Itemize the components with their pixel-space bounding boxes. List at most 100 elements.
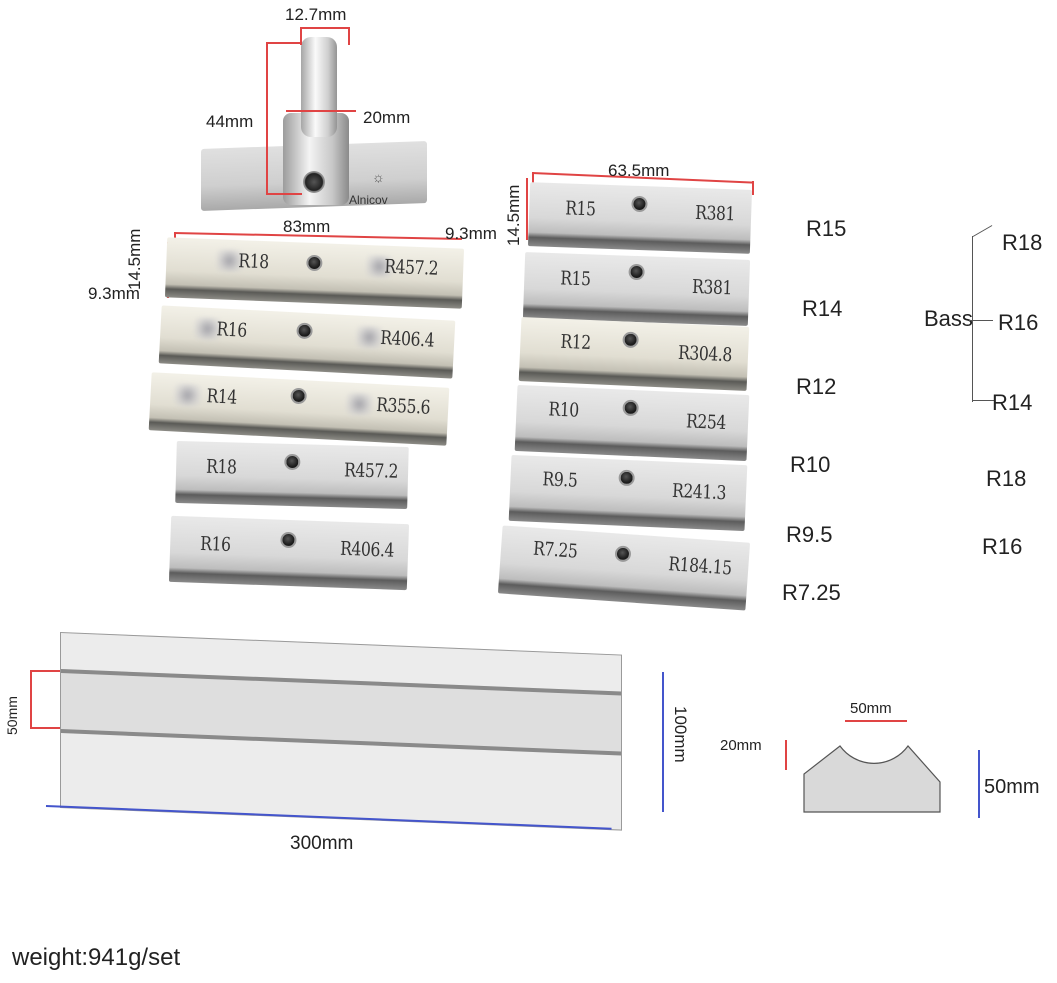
base-plate bbox=[60, 632, 622, 831]
tool-assembly: ☼ Alnicov bbox=[195, 25, 440, 215]
right-block-1-right-label: R381 bbox=[694, 201, 736, 226]
right-height-dim: 14.5mm bbox=[504, 184, 523, 246]
left-block-1-right-label: R457.2 bbox=[383, 255, 439, 280]
cradle-height-dim: 50mm bbox=[984, 776, 1040, 798]
mount-hole-icon bbox=[296, 322, 313, 340]
right-block-4: R10 R254 bbox=[514, 384, 750, 462]
radius-label-6: R7.25 bbox=[782, 580, 841, 605]
right-block-5-right-label: R241.3 bbox=[671, 479, 727, 505]
mount-hole-icon bbox=[290, 387, 308, 405]
bass-bracket-top bbox=[972, 225, 993, 237]
width-dim-line bbox=[662, 672, 664, 812]
groove-dim-tick-b bbox=[30, 727, 60, 729]
cradle-top-dim: 50mm bbox=[850, 700, 892, 717]
left-block-1-left-label: R18 bbox=[237, 250, 270, 274]
left-block-5-right-label: R406.4 bbox=[339, 537, 395, 562]
right-block-1-left-label: R15 bbox=[564, 197, 596, 221]
right-length-tick-l bbox=[532, 172, 534, 192]
left-block-2-left-label: R16 bbox=[215, 318, 248, 342]
bass-branch-3: R14 bbox=[992, 390, 1033, 415]
pin-dim-tick-r bbox=[348, 27, 350, 45]
left-block-4-right-label: R457.2 bbox=[343, 459, 399, 483]
right-block-6: R7.25 R184.15 bbox=[497, 525, 751, 611]
height-dim-tick-t bbox=[266, 42, 302, 44]
radius-label-3: R12 bbox=[796, 374, 837, 399]
tool-screw-icon bbox=[303, 171, 325, 193]
pin-dim-line bbox=[300, 27, 350, 29]
bass-branch-2: R16 bbox=[998, 310, 1039, 335]
right-block-3-right-label: R304.8 bbox=[677, 341, 733, 367]
radius-label-1: R15 bbox=[806, 216, 847, 241]
mount-hole-icon bbox=[622, 331, 639, 349]
collar-dim-line bbox=[286, 110, 356, 112]
cradle-profile bbox=[803, 745, 941, 813]
right-block-5-left-label: R9.5 bbox=[542, 468, 578, 492]
cradle-top-dim-line bbox=[845, 720, 907, 722]
left-block-3-left-label: R14 bbox=[205, 385, 238, 409]
right-block-3-left-label: R12 bbox=[559, 330, 592, 355]
blur-mark bbox=[345, 392, 373, 416]
left-block-4-left-label: R18 bbox=[205, 455, 237, 479]
groove-dim-tick-t bbox=[30, 670, 60, 672]
right-height-dim-line bbox=[526, 178, 528, 240]
brand-label: Alnicov bbox=[349, 193, 388, 207]
left-thickness-dim: 9.3mm bbox=[88, 284, 140, 303]
right-block-6-right-label: R184.15 bbox=[667, 553, 733, 580]
left-length-dim: 83mm bbox=[283, 217, 331, 236]
mount-hole-icon bbox=[306, 254, 323, 272]
sun-logo-icon: ☼ bbox=[372, 169, 385, 185]
mount-hole-icon bbox=[614, 545, 632, 563]
mount-hole-icon bbox=[631, 195, 648, 213]
mount-hole-icon bbox=[280, 531, 297, 549]
mount-hole-icon bbox=[628, 263, 645, 281]
collar-diameter-dim: 20mm bbox=[363, 108, 411, 127]
left-block-4: R18 R457.2 bbox=[175, 440, 409, 510]
left-block-5: R16 R406.4 bbox=[168, 515, 410, 591]
height-dim-tick-b bbox=[266, 193, 302, 195]
height-dim: 44mm bbox=[206, 112, 254, 131]
radius-label-4: R10 bbox=[790, 452, 831, 477]
plate-length-dim: 300mm bbox=[290, 833, 354, 854]
blur-mark bbox=[174, 383, 202, 407]
pin-dim-tick-l bbox=[300, 27, 302, 45]
cradle-depth-dim: 20mm bbox=[720, 737, 762, 754]
blur-mark bbox=[355, 325, 383, 349]
right-length-tick-r bbox=[752, 181, 754, 195]
bass-bracket-bottom bbox=[973, 400, 995, 401]
right-block-2-right-label: R381 bbox=[691, 275, 733, 300]
left-height-dim: 14.5mm bbox=[125, 228, 144, 290]
bass-extra-1: R18 bbox=[986, 466, 1027, 491]
bass-bracket-mid bbox=[969, 320, 993, 321]
right-block-1: R15 R381 bbox=[527, 182, 753, 254]
mount-hole-icon bbox=[618, 469, 635, 487]
left-block-5-left-label: R16 bbox=[199, 532, 231, 556]
right-block-3: R12 R304.8 bbox=[518, 317, 750, 391]
bass-extra-2: R16 bbox=[982, 534, 1023, 559]
right-block-4-right-label: R254 bbox=[685, 410, 727, 435]
right-block-2-left-label: R15 bbox=[559, 267, 592, 291]
base-plate-groove bbox=[61, 669, 621, 756]
cradle-depth-dim-line bbox=[785, 740, 787, 770]
right-block-4-left-label: R10 bbox=[548, 398, 580, 422]
height-dim-line bbox=[266, 42, 268, 194]
right-block-5: R9.5 R241.3 bbox=[508, 454, 748, 532]
radius-label-5: R9.5 bbox=[786, 522, 833, 547]
left-block-1: R18 R457.2 bbox=[164, 237, 465, 309]
mount-hole-icon bbox=[622, 399, 639, 417]
left-block-2: R16 R406.4 bbox=[158, 305, 456, 379]
groove-dim-line bbox=[30, 670, 32, 728]
left-block-3: R14 R355.6 bbox=[148, 372, 450, 446]
tool-pin bbox=[301, 37, 337, 137]
left-block-3-right-label: R355.6 bbox=[375, 394, 431, 419]
plate-width-dim: 100mm bbox=[671, 706, 690, 763]
mount-hole-icon bbox=[284, 453, 301, 471]
groove-dim: 50mm bbox=[4, 696, 20, 735]
left-block-2-right-label: R406.4 bbox=[379, 326, 435, 352]
pin-diameter-dim: 12.7mm bbox=[285, 5, 347, 24]
bass-bracket bbox=[969, 225, 1004, 402]
cradle-height-dim-line bbox=[978, 750, 980, 818]
weight-label: weight:941g/set bbox=[12, 944, 181, 971]
bass-branch-1: R18 bbox=[1002, 230, 1043, 255]
right-block-2: R15 R381 bbox=[522, 252, 751, 326]
right-thickness-dim: 9.3mm bbox=[445, 224, 497, 243]
